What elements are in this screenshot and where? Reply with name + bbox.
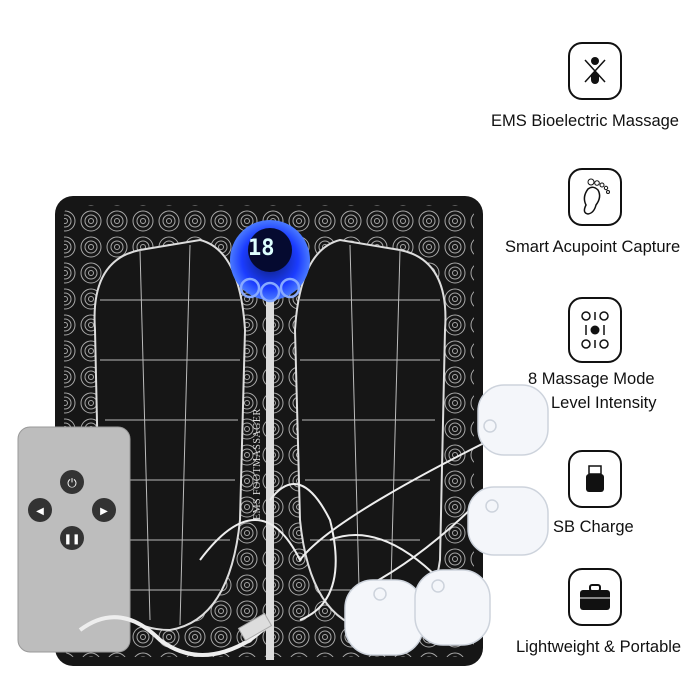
foot-massager-mat — [55, 196, 483, 666]
usb-cable — [78, 615, 267, 657]
feature-label: SB Charge — [553, 518, 634, 536]
svg-text:▶: ▶ — [100, 506, 108, 517]
svg-text:⏻: ⏻ — [67, 476, 77, 490]
foot-acupoint-icon — [568, 168, 622, 226]
svg-text:◀: ◀ — [36, 506, 44, 517]
mode-level-icon — [568, 297, 622, 363]
briefcase-icon — [568, 568, 622, 626]
ems-bioelectric-icon — [568, 42, 622, 100]
feature-label: EMS Bioelectric Massage — [491, 112, 679, 130]
feature-label: Level Intensity — [551, 394, 657, 412]
feature-label: Smart Acupoint Capture — [505, 238, 681, 256]
mat-display-value: 18 — [248, 236, 275, 261]
feature-label: 8 Massage Mode — [528, 370, 655, 388]
mat-brand-text: EMS FOOTMASSAGER — [252, 408, 263, 520]
usb-icon — [568, 450, 622, 508]
feature-label: Lightweight & Portable — [516, 638, 682, 656]
electrode-pads — [344, 384, 549, 656]
svg-text:❚❚: ❚❚ — [64, 534, 81, 545]
remote-control: ⏻ ◀ ▶ ❚❚ — [17, 426, 131, 653]
